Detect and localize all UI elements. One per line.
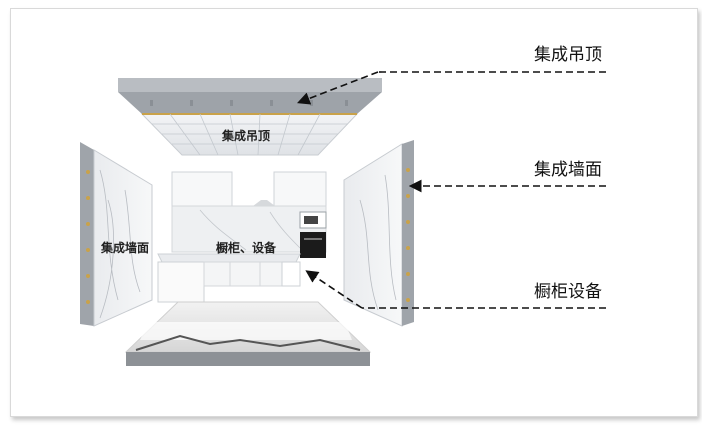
callout-cabinet: 橱柜设备: [305, 270, 606, 309]
ceiling-panel: 集成吊顶: [118, 78, 382, 156]
ceiling-panel-label: 集成吊顶: [221, 128, 270, 143]
cabinet-unit: 橱柜、设备: [157, 171, 327, 303]
cabinet-callout-label: 橱柜设备: [534, 282, 602, 302]
left-wall-panel: 集成墙面: [80, 142, 153, 327]
ceiling-arrow: [297, 71, 379, 105]
ceiling-callout-label: 集成吊顶: [534, 45, 602, 65]
cabinet-label: 橱柜、设备: [216, 240, 277, 255]
callout-ceiling: 集成吊顶: [297, 45, 606, 105]
right-wall-panel: [343, 140, 414, 327]
floor-panel: [124, 301, 372, 366]
left-wall-label: 集成墙面: [100, 240, 149, 255]
callout-wall: 集成墙面: [408, 160, 606, 193]
wall-callout-label: 集成墙面: [534, 160, 602, 180]
